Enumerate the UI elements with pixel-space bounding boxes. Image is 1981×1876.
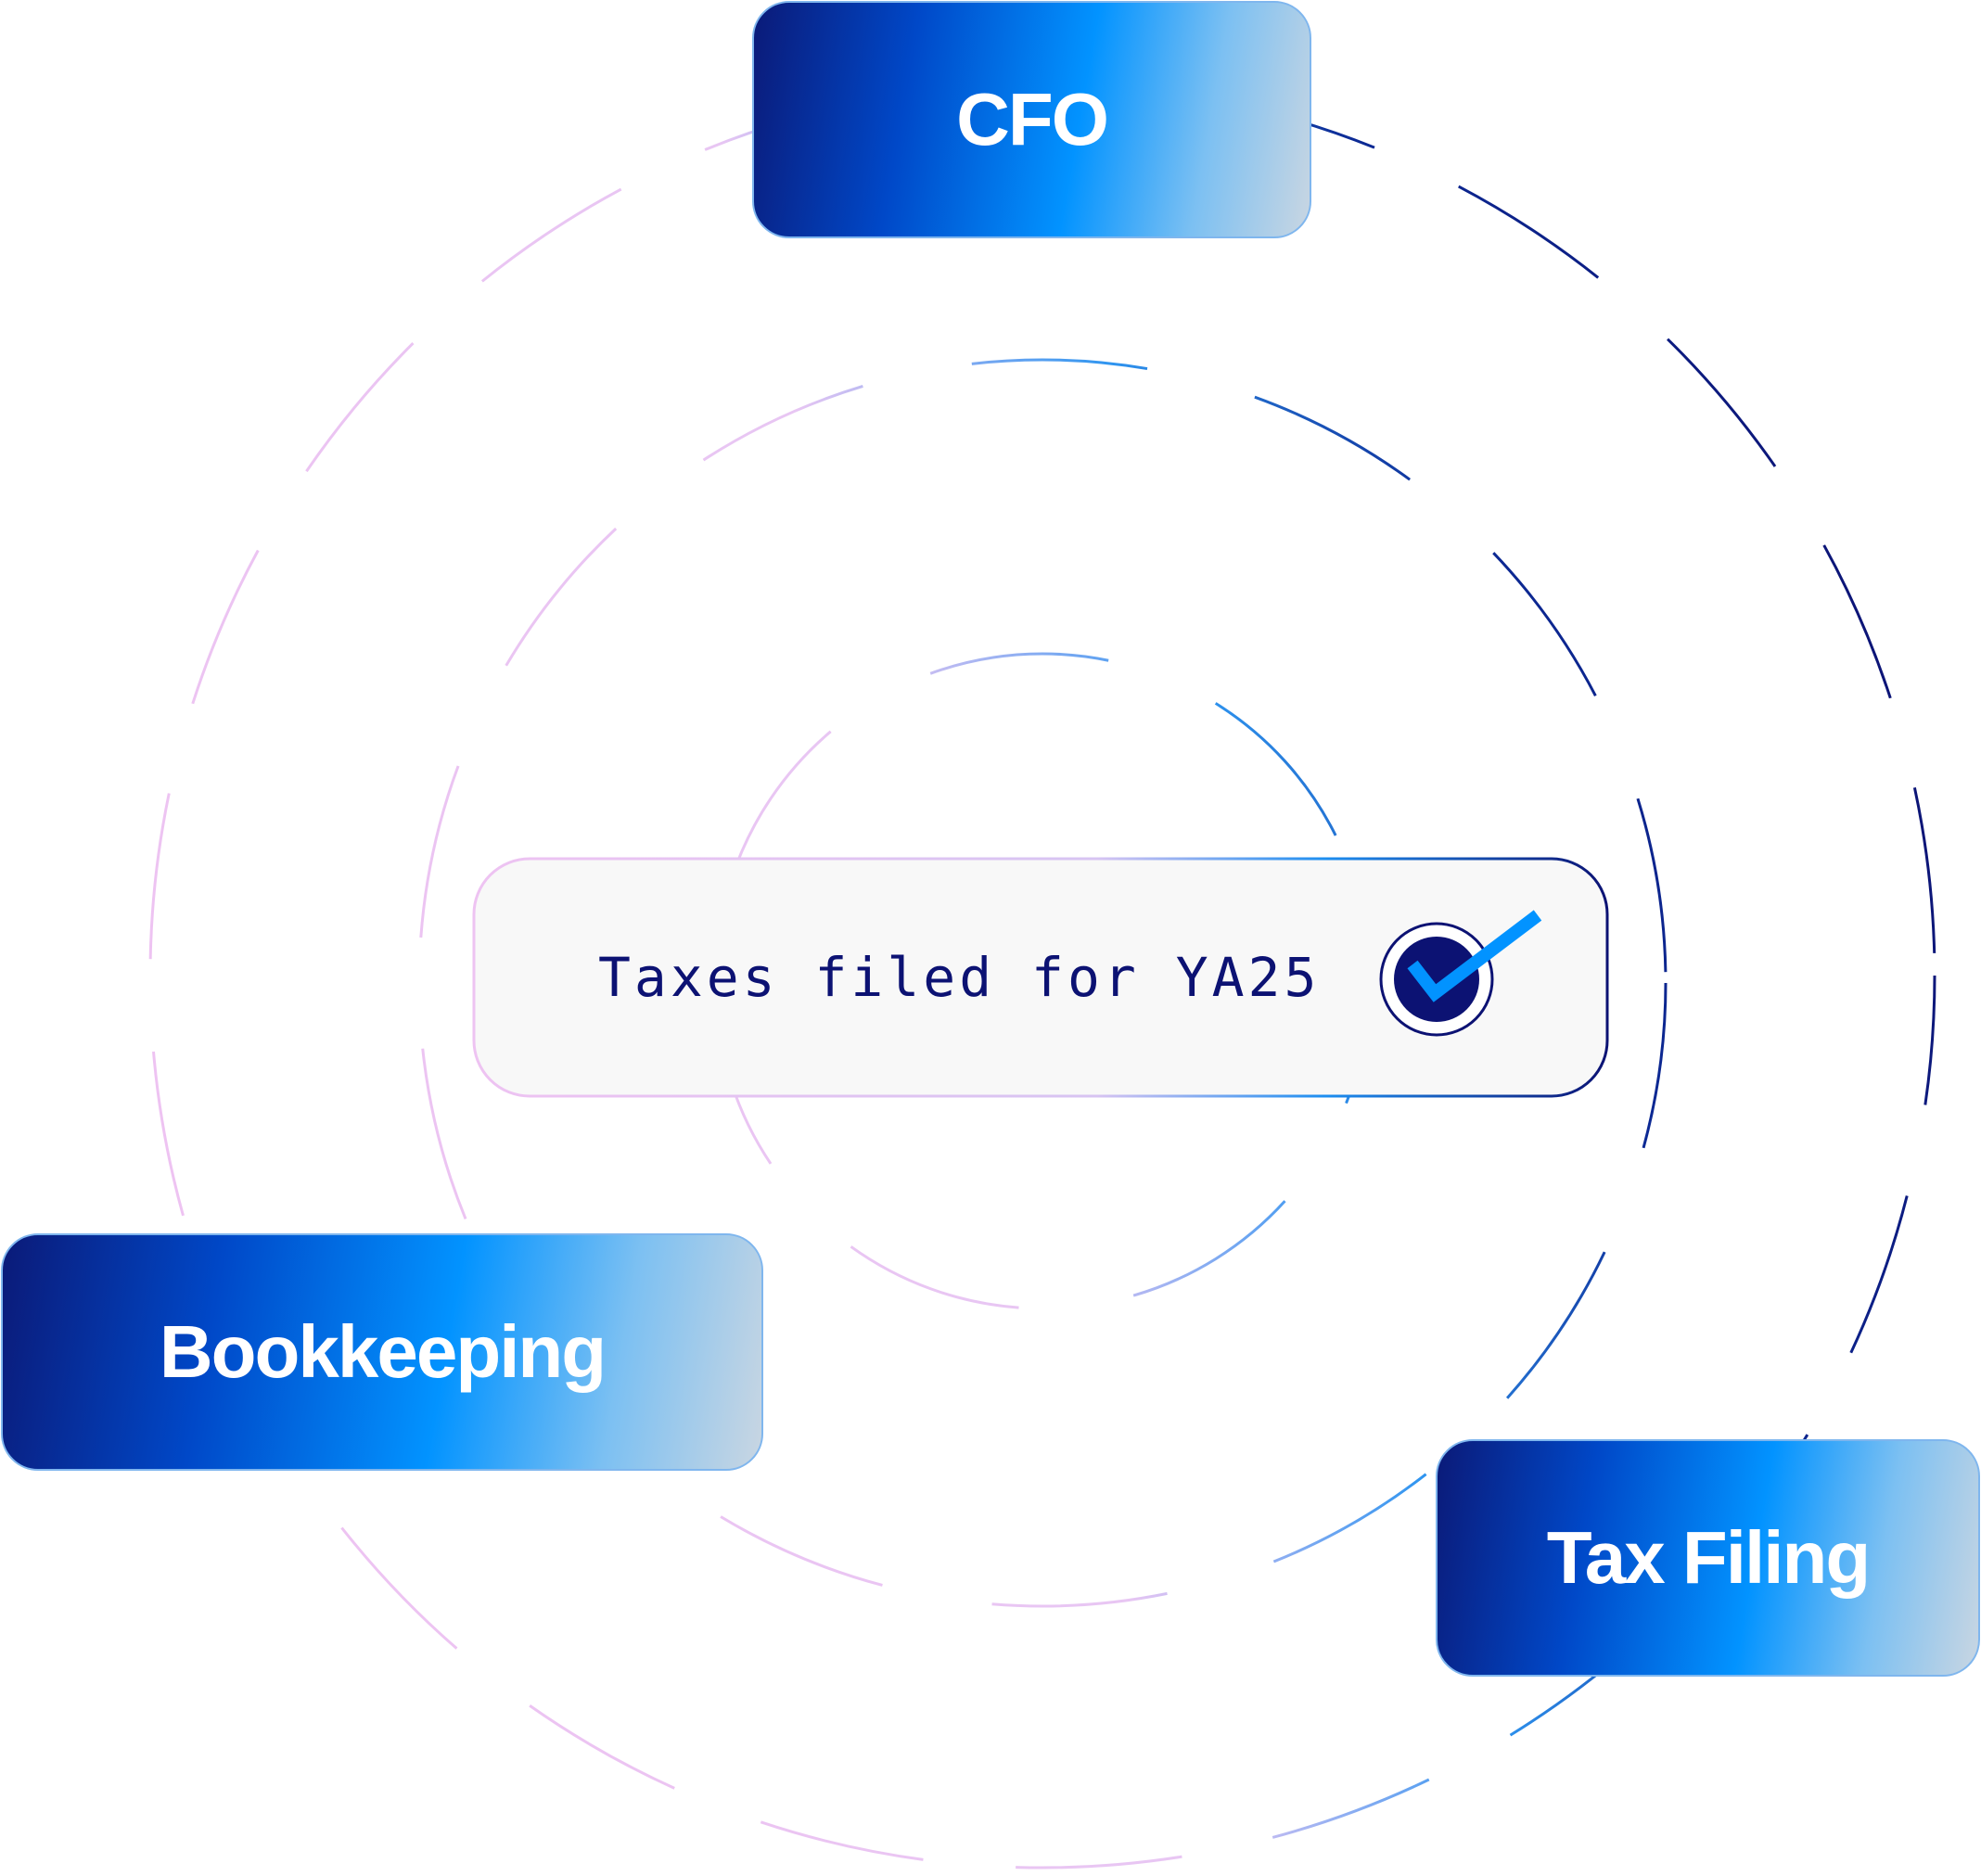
status-card: Taxes filed for YA25 xyxy=(473,858,1608,1097)
cfo-node: CFO xyxy=(752,1,1311,238)
status-text: Taxes filed for YA25 xyxy=(598,946,1321,1009)
tax-filing-node: Tax Filing xyxy=(1436,1439,1980,1677)
cfo-label: CFO xyxy=(956,78,1109,160)
middle-ring xyxy=(417,358,1668,1608)
tax-filing-label: Tax Filing xyxy=(1546,1516,1871,1599)
check-circle-icon xyxy=(1379,910,1542,1037)
bookkeeping-node: Bookkeeping xyxy=(1,1233,763,1471)
status-card-background xyxy=(472,857,1609,1098)
bookkeeping-label: Bookkeeping xyxy=(159,1310,607,1393)
